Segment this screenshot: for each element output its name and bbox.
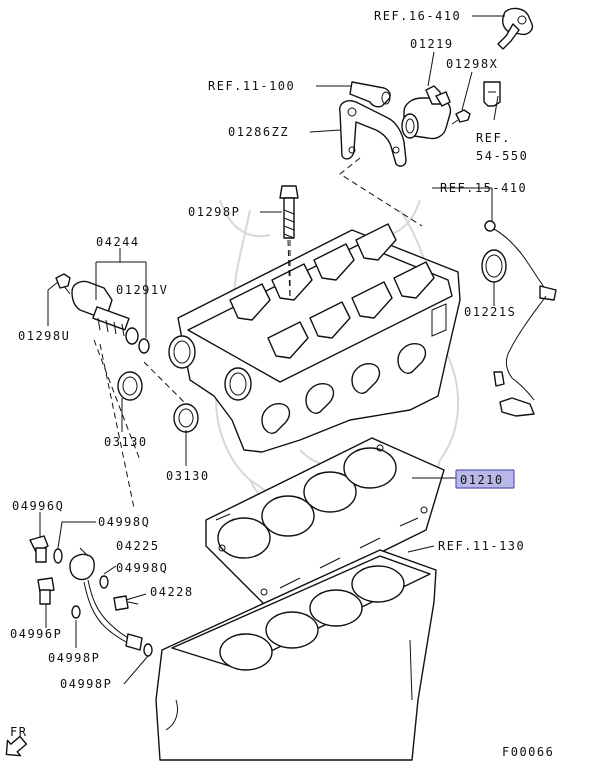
label-ref-16-410: REF.16-410 — [374, 9, 461, 23]
harness-ref-11-100 — [349, 81, 391, 108]
eye-bolt-04996p — [37, 577, 55, 605]
assembly-lines — [93, 157, 423, 509]
label-01221s: 01221S — [464, 305, 516, 319]
eye-bolt-04996q — [29, 535, 49, 563]
label-04996q: 04996Q — [12, 499, 64, 513]
head-gasket-01210 — [205, 437, 445, 609]
bracket-01286zz — [339, 100, 407, 167]
cam-position-sensor-connector — [497, 7, 534, 50]
label-04998q-a: 04998Q — [98, 515, 150, 529]
label-04998p-a: 04998P — [48, 651, 100, 665]
bolt-01298x — [451, 109, 471, 125]
label-04225: 04225 — [116, 539, 160, 553]
label-ref-11-100: REF.11-100 — [208, 79, 295, 93]
bolt-01298u — [55, 273, 71, 295]
label-ref-54-550-line1: REF. — [476, 131, 511, 145]
label-fr: FR — [10, 725, 27, 739]
label-01219: 01219 — [410, 37, 454, 51]
cam-position-sensor-01219 — [401, 85, 452, 140]
label-03130-b: 03130 — [166, 469, 210, 483]
label-01286zz: 01286ZZ — [228, 125, 289, 139]
label-01298p: 01298P — [188, 205, 240, 219]
front-direction-arrow-icon — [5, 735, 28, 757]
label-ref-54-550-line2: 54-550 — [476, 149, 528, 163]
leader-lines — [39, 15, 505, 685]
cylinder-head — [168, 223, 461, 453]
label-03130-a: 03130 — [104, 435, 148, 449]
washer-04998q-a — [53, 548, 63, 564]
washer-04998p-a — [71, 605, 81, 619]
label-ref-15-410: REF.15-410 — [440, 181, 527, 195]
bolt-04228 — [113, 595, 139, 611]
oil-seal-03130-b — [173, 403, 199, 433]
bolt-01298p — [279, 185, 299, 239]
label-01291v: 01291V — [116, 283, 168, 297]
figure-id: F00066 — [502, 745, 554, 759]
label-04996p: 04996P — [10, 627, 62, 641]
label-01298u: 01298U — [18, 329, 70, 343]
oil-seal-03130-a — [117, 371, 143, 401]
o-ring-01291v — [138, 338, 150, 354]
cylinder-block — [155, 549, 437, 761]
part-highlight-box — [455, 469, 515, 489]
oil-control-valve-04244 — [71, 280, 139, 345]
label-ref-11-130: REF.11-130 — [438, 539, 525, 553]
connector-clip — [483, 81, 501, 107]
label-04998q-b: 04998Q — [116, 561, 168, 575]
label-04244: 04244 — [96, 235, 140, 249]
plug-01221s — [481, 249, 507, 283]
washer-04998p-b — [143, 643, 153, 657]
label-04998p-b: 04998P — [60, 677, 112, 691]
label-01298x: 01298X — [446, 57, 498, 71]
oil-feed-pipe-04225 — [69, 553, 143, 651]
harness-ref-15-410 — [484, 220, 557, 417]
label-04228: 04228 — [150, 585, 194, 599]
label-01210: 01210 — [460, 473, 504, 487]
washer-04998q-b — [99, 575, 109, 589]
